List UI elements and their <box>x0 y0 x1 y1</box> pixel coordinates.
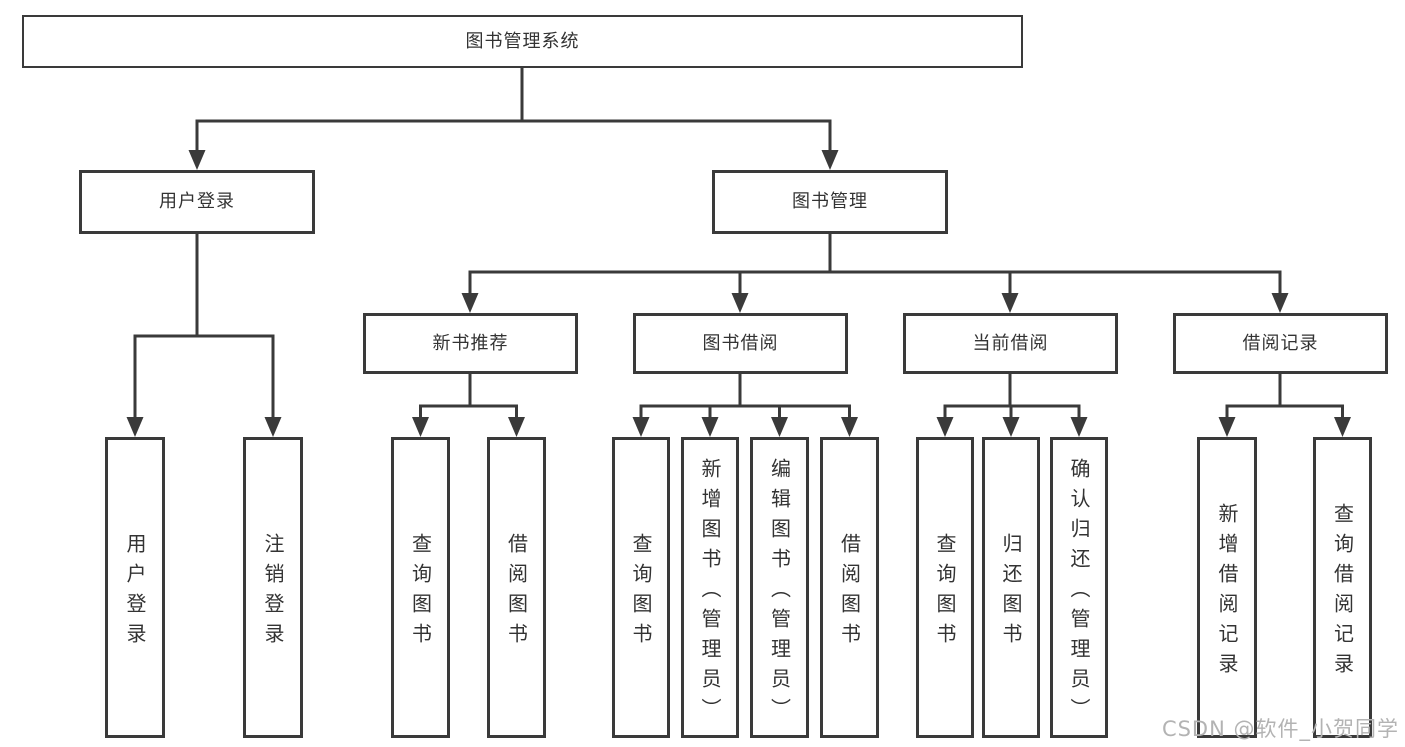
leaf-borrow-add-books-admin: 新增图书（管理员） <box>681 437 739 738</box>
leaf-records-query-borrow-record: 查询借阅记录 <box>1313 437 1372 738</box>
arrowheads <box>126 150 1351 437</box>
arrow-down-icon <box>771 417 788 437</box>
leaf-current-return-books: 归还图书 <box>982 437 1040 738</box>
leaf-logout-login: 注销登录 <box>243 437 303 738</box>
leaf-records-add-borrow-record: 新增借阅记录 <box>1197 437 1257 738</box>
arrow-down-icon <box>188 150 206 170</box>
arrow-down-icon <box>1070 417 1088 437</box>
node-book-borrowing: 图书借阅 <box>633 313 848 374</box>
arrow-down-icon <box>731 293 749 313</box>
arrow-down-icon <box>461 293 479 313</box>
arrow-down-icon <box>1218 417 1236 437</box>
connector-lines <box>133 66 1344 421</box>
arrow-down-icon <box>1001 293 1019 313</box>
arrow-down-icon <box>841 417 858 437</box>
leaf-borrow-edit-books-admin: 编辑图书（管理员） <box>750 437 809 738</box>
arrow-down-icon <box>821 150 839 170</box>
node-borrowing-records: 借阅记录 <box>1173 313 1388 374</box>
arrow-down-icon <box>1002 417 1020 437</box>
arrow-down-icon <box>264 417 282 437</box>
leaf-current-confirm-return-admin: 确认归还（管理员） <box>1050 437 1108 738</box>
arrow-down-icon <box>701 417 719 437</box>
arrow-down-icon <box>1271 293 1289 313</box>
node-book-management: 图书管理 <box>712 170 948 234</box>
node-new-book-recommend: 新书推荐 <box>363 313 578 374</box>
leaf-current-query-books: 查询图书 <box>916 437 974 738</box>
arrow-down-icon <box>126 417 144 437</box>
leaf-user-login: 用户登录 <box>105 437 165 738</box>
arrow-down-icon <box>508 417 525 437</box>
leaf-borrow-query-books: 查询图书 <box>612 437 670 738</box>
node-library-management-system: 图书管理系统 <box>22 15 1023 68</box>
leaf-borrow-borrow-books: 借阅图书 <box>820 437 879 738</box>
node-current-borrowing: 当前借阅 <box>903 313 1118 374</box>
arrow-down-icon <box>412 417 429 437</box>
csdn-watermark: CSDN @软件_小贺同学 <box>1161 717 1399 741</box>
leaf-recommend-query-books: 查询图书 <box>391 437 450 738</box>
leaf-recommend-borrow-books: 借阅图书 <box>487 437 546 738</box>
arrow-down-icon <box>632 417 650 437</box>
arrow-down-icon <box>936 417 954 437</box>
node-user-login: 用户登录 <box>79 170 315 234</box>
arrow-down-icon <box>1334 417 1351 437</box>
